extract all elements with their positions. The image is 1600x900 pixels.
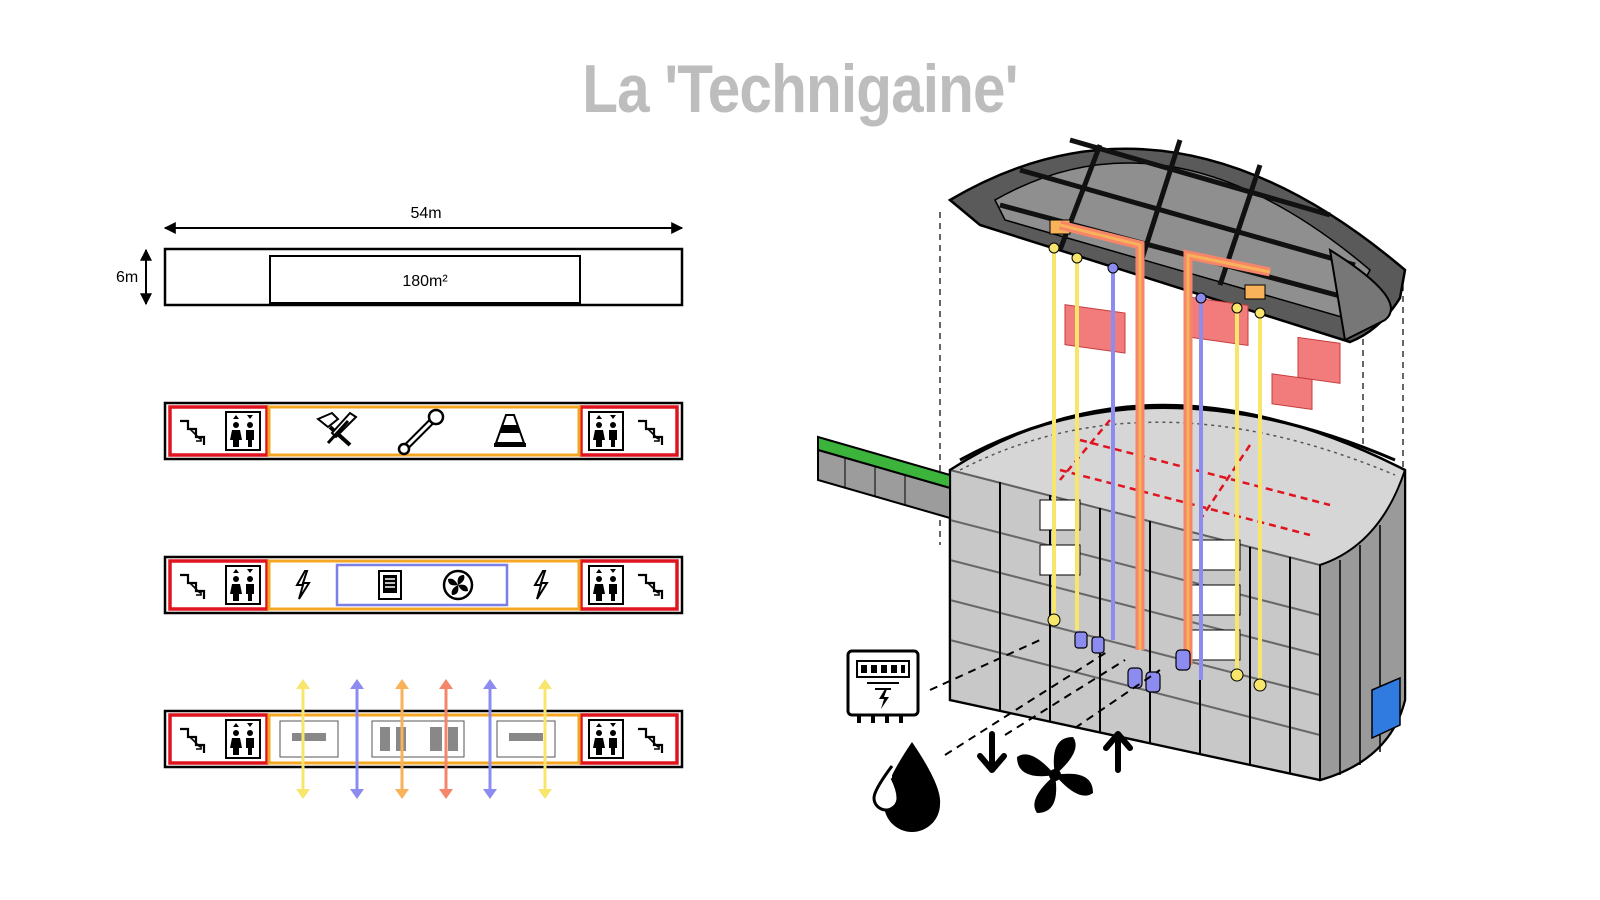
vertical-networks bbox=[1052, 220, 1271, 685]
arrow-down-icon bbox=[977, 731, 1007, 773]
electric-meter-icon bbox=[846, 649, 920, 723]
circulation-zone-right bbox=[579, 405, 679, 457]
electrical-panel-icon bbox=[378, 570, 402, 600]
water-drop-icon bbox=[872, 742, 941, 832]
hammer-icon bbox=[316, 411, 358, 447]
fan-icon bbox=[442, 569, 474, 601]
service-zone bbox=[267, 559, 581, 611]
page-title: La 'Technigaine' bbox=[582, 51, 1018, 127]
wrench-icon bbox=[397, 408, 445, 456]
strip-networks bbox=[163, 679, 684, 799]
wc-lift-icon bbox=[225, 565, 261, 605]
width-label: 6m bbox=[116, 269, 138, 286]
strip-maintenance bbox=[163, 401, 684, 461]
roof-slab bbox=[947, 137, 1407, 410]
maintenance-zone bbox=[267, 405, 581, 457]
blue-facade-element bbox=[1371, 676, 1401, 740]
fan-icon bbox=[1017, 737, 1093, 813]
area-label: 180m² bbox=[402, 273, 448, 290]
network-arrow-icons bbox=[296, 679, 552, 799]
main-building bbox=[948, 403, 1407, 782]
wc-lift-icon bbox=[588, 411, 624, 451]
green-corridor bbox=[817, 435, 951, 520]
length-label: 54m bbox=[410, 205, 441, 222]
network-endpoints bbox=[1047, 242, 1267, 693]
wc-lift-icon bbox=[225, 411, 261, 451]
arrow-up-icon bbox=[1103, 731, 1133, 773]
strip-technical bbox=[163, 555, 684, 615]
circulation-zone-left bbox=[168, 405, 269, 457]
usable-area bbox=[269, 255, 581, 304]
lightning-icon bbox=[533, 570, 549, 600]
technical-room bbox=[335, 563, 509, 607]
wc-lift-icon bbox=[588, 565, 624, 605]
building-axonometric bbox=[817, 137, 1407, 832]
strip-dimensions: 54m 6m 180m² bbox=[116, 205, 684, 307]
lightning-icon bbox=[295, 570, 311, 600]
traffic-cone-icon bbox=[494, 414, 526, 447]
